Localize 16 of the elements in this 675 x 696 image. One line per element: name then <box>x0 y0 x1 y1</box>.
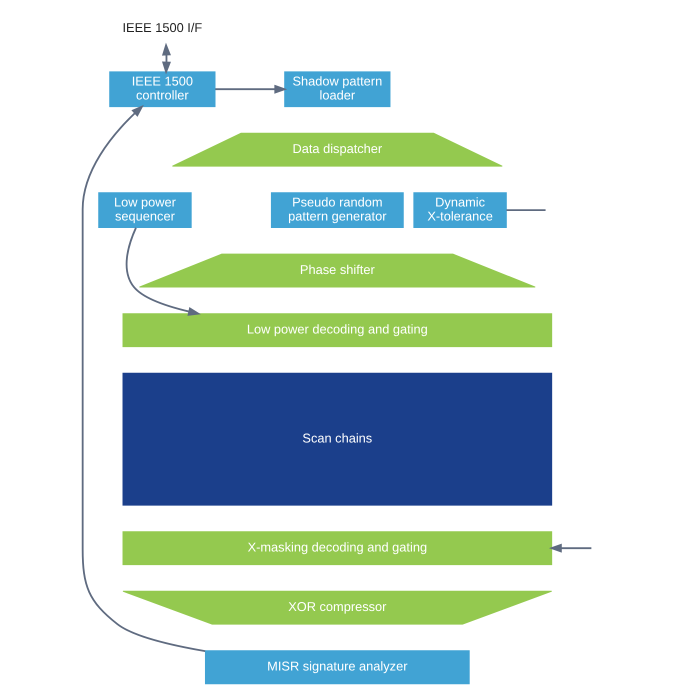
node-box: Shadow pattern loader <box>284 71 390 108</box>
connector <box>506 209 546 212</box>
arrow <box>215 84 288 94</box>
node-box: Pseudo random pattern generator <box>270 192 404 228</box>
node-box: Scan chains <box>122 372 552 506</box>
node-box: Low power decoding and gating <box>122 313 552 348</box>
node-box: Low power sequencer <box>98 192 192 228</box>
arrow <box>126 227 201 316</box>
node-box: X-masking decoding and gating <box>122 531 552 566</box>
arrow <box>162 42 171 74</box>
node-text: IEEE 1500 I/F <box>122 20 202 36</box>
node-box: MISR signature analyzer <box>204 650 470 684</box>
arrow <box>82 104 206 652</box>
arrow <box>548 544 592 553</box>
node-box: IEEE 1500 controller <box>109 71 216 108</box>
node-box: Dynamic X-tolerance <box>413 192 507 228</box>
